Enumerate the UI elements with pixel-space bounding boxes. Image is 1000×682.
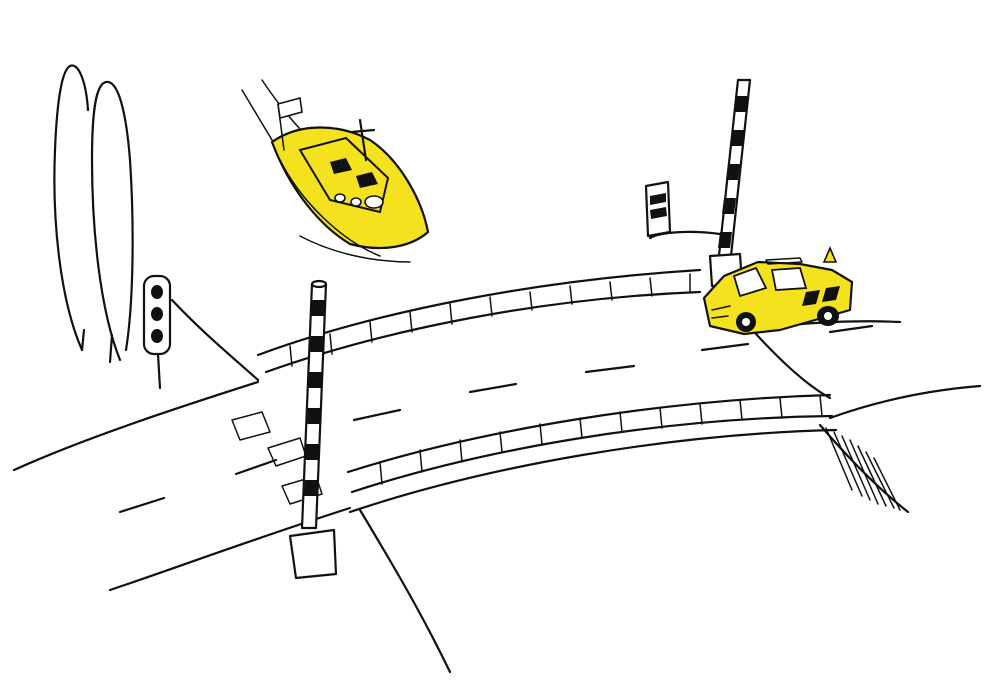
traffic-light-icon [142, 274, 172, 390]
barrier-pole-front [288, 279, 338, 580]
signal-post [644, 180, 672, 238]
patrol-boat [241, 79, 430, 263]
barrier-pole-back [708, 78, 752, 288]
poplar-trees [53, 64, 134, 364]
tow-truck [702, 245, 854, 336]
river-banks [170, 230, 910, 674]
